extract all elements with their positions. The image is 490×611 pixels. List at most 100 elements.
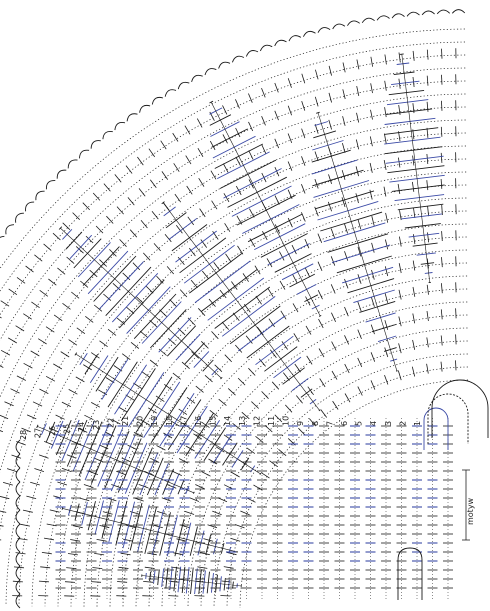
fan-stitch bbox=[301, 212, 306, 222]
fan-stitch bbox=[201, 471, 211, 477]
fan-stitch bbox=[120, 552, 131, 556]
fan-stitch bbox=[315, 69, 319, 80]
fan-stitch bbox=[370, 324, 375, 335]
scalloped-edge bbox=[0, 9, 466, 238]
fan-stitch bbox=[271, 381, 280, 390]
fan-stitch bbox=[285, 404, 293, 413]
fan-stitch bbox=[177, 327, 186, 336]
fan-stitch bbox=[88, 470, 99, 475]
fan-stitch bbox=[186, 396, 196, 404]
fan-stitch bbox=[40, 566, 51, 569]
fan-stitch bbox=[49, 509, 60, 513]
fan-stitch bbox=[158, 348, 167, 356]
fan-stitch bbox=[342, 62, 346, 73]
fan-stitch bbox=[268, 318, 275, 328]
fan-stitch bbox=[0, 496, 10, 500]
fan-stitch bbox=[441, 204, 443, 216]
fan-stitch bbox=[168, 338, 176, 346]
fan-stitch bbox=[260, 472, 270, 479]
fan-stitch bbox=[426, 75, 429, 86]
fan-stitch bbox=[16, 277, 26, 284]
row-label: 21 bbox=[121, 416, 130, 426]
fan-stitch bbox=[106, 215, 114, 224]
fan-stitch bbox=[126, 524, 137, 529]
fan-stitch bbox=[314, 151, 319, 162]
edge-scallop bbox=[191, 74, 203, 83]
fan-stitch bbox=[441, 100, 443, 111]
fan-stitch bbox=[103, 183, 111, 192]
fan-stitch bbox=[122, 272, 131, 281]
fan-stitch bbox=[331, 370, 338, 380]
fan-stitch bbox=[426, 284, 429, 295]
motif-label: motyw bbox=[466, 497, 475, 525]
fan-stitch bbox=[72, 212, 80, 220]
fan-stitch bbox=[20, 523, 30, 527]
fan-stitch bbox=[248, 121, 254, 132]
fan-stitch bbox=[344, 393, 351, 403]
fan-stitch bbox=[371, 269, 375, 280]
fan-stitch bbox=[176, 538, 187, 542]
fan-stitch bbox=[344, 306, 349, 317]
fan-stitch bbox=[151, 211, 159, 220]
fan-stitch bbox=[341, 170, 346, 180]
fan-stitch bbox=[84, 414, 94, 421]
fan-stitch bbox=[426, 153, 429, 165]
fan-stitch bbox=[201, 341, 209, 349]
row-label: 10 bbox=[282, 416, 291, 426]
edge-scallop bbox=[25, 201, 35, 212]
corner-arc bbox=[423, 407, 449, 450]
fan-stitch bbox=[99, 259, 107, 267]
fan-stitch bbox=[301, 156, 306, 166]
fan-stitch bbox=[385, 239, 389, 250]
row-label: 13 bbox=[238, 416, 247, 426]
fan-stitch bbox=[153, 524, 163, 529]
fan-stitch bbox=[34, 254, 43, 262]
fan-stitch bbox=[262, 231, 268, 241]
fan-stitch bbox=[177, 256, 185, 266]
fan-stitch bbox=[0, 430, 4, 433]
fan-stitch bbox=[140, 220, 148, 229]
fan-stitch bbox=[274, 110, 279, 121]
fan-stitch bbox=[413, 207, 416, 218]
fan-stitch bbox=[235, 156, 241, 166]
fan-stitch bbox=[370, 380, 376, 390]
fan-stitch bbox=[107, 328, 117, 336]
fan-stitch bbox=[75, 376, 85, 383]
fan-stitch bbox=[412, 181, 415, 192]
edge-scallop bbox=[114, 122, 126, 131]
bottom-loop bbox=[397, 547, 423, 600]
fan-stitch bbox=[426, 180, 429, 191]
corner-arc bbox=[431, 379, 489, 438]
fan-stitch bbox=[172, 132, 179, 142]
edge-scallop bbox=[90, 140, 101, 149]
fan-stitch bbox=[292, 303, 299, 313]
fan-stitch bbox=[397, 370, 402, 381]
fan-stitch bbox=[126, 306, 135, 315]
fan-stitch bbox=[194, 595, 205, 597]
fan-stitch bbox=[164, 383, 173, 391]
edge-scallop bbox=[139, 104, 151, 113]
fan-stitch bbox=[234, 524, 245, 529]
side-scallop bbox=[15, 453, 21, 469]
fan-stitch bbox=[133, 382, 142, 389]
edge-scallop bbox=[164, 89, 177, 97]
fan-stitch bbox=[441, 231, 443, 242]
petal-stitch bbox=[399, 53, 404, 55]
fan-stitch bbox=[211, 331, 219, 340]
fan-stitch bbox=[371, 242, 375, 253]
fan-stitch bbox=[269, 349, 277, 358]
fan-stitch bbox=[344, 278, 349, 289]
row-label: 22 bbox=[106, 418, 115, 428]
fan-stitch bbox=[279, 280, 286, 290]
fan-stitch bbox=[314, 178, 319, 189]
fan-stitch bbox=[427, 206, 429, 217]
edge-scallop bbox=[0, 235, 5, 238]
row-label: 3 bbox=[384, 421, 393, 426]
fan-stitch bbox=[342, 116, 346, 126]
fan-stitch bbox=[64, 581, 76, 583]
fan-stitch bbox=[319, 378, 326, 388]
fan-stitch bbox=[39, 388, 49, 394]
fan-stitch bbox=[440, 335, 443, 346]
fan-stitch bbox=[160, 140, 167, 150]
fan-stitch bbox=[45, 326, 55, 333]
